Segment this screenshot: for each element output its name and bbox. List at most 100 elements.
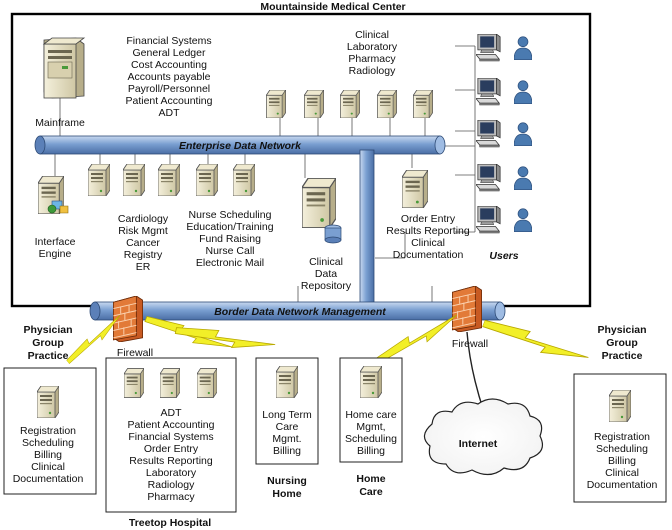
firewall-icon <box>113 296 143 342</box>
svg-text:Order Entry: Order Entry <box>144 443 199 455</box>
interface-engine-label: Engine <box>39 248 72 260</box>
physician-group-right-title: Physician Group Practice <box>597 324 646 362</box>
lightning-icon <box>174 321 277 357</box>
treetop-services: ADT Patient Accounting Financial Systems… <box>128 407 215 503</box>
svg-text:Billing: Billing <box>34 449 62 461</box>
svg-text:Nurse Call: Nurse Call <box>205 245 254 257</box>
workstation-icon <box>476 206 501 234</box>
repository-label: Data <box>315 268 337 280</box>
workstation-icon <box>476 78 501 106</box>
server-icon <box>360 366 382 398</box>
firewall-right-label: Firewall <box>452 338 488 350</box>
server-icon <box>37 386 59 418</box>
svg-text:ADT: ADT <box>159 107 181 119</box>
firewall-left-label: Firewall <box>117 347 153 359</box>
firewall-icon <box>452 286 482 332</box>
lightning-icon <box>373 312 463 366</box>
server-icon <box>88 164 110 196</box>
svg-text:Mgmt.: Mgmt. <box>272 433 301 445</box>
server-icon <box>196 164 218 196</box>
interface-engine-icon <box>38 176 69 214</box>
user-icon <box>514 80 532 104</box>
svg-text:Pharmacy: Pharmacy <box>147 491 195 503</box>
svg-text:Home: Home <box>356 473 385 485</box>
svg-text:Radiology: Radiology <box>148 479 195 491</box>
svg-text:Radiology: Radiology <box>349 65 396 77</box>
svg-text:Billing: Billing <box>273 445 301 457</box>
repository-label: Clinical <box>309 256 343 268</box>
medical-center-frame <box>10 12 592 308</box>
home-care-services: Home care Mgmt, Scheduling Billing <box>345 409 397 457</box>
border-network-label: Border Data Network Management <box>214 306 386 318</box>
server-icon <box>233 164 255 196</box>
server-icon <box>377 90 397 118</box>
svg-text:ER: ER <box>136 261 151 273</box>
repository-label: Repository <box>301 280 352 292</box>
user-workstations <box>476 34 532 234</box>
svg-text:Accounts payable: Accounts payable <box>128 71 211 83</box>
svg-text:Billing: Billing <box>608 455 636 467</box>
user-icon <box>514 166 532 190</box>
svg-text:Clinical: Clinical <box>605 467 639 479</box>
users-label: Users <box>489 250 518 262</box>
svg-text:Nurse Scheduling: Nurse Scheduling <box>189 209 272 221</box>
order-entry-list: Order Entry Results Reporting Clinical D… <box>386 213 470 261</box>
svg-text:Fund Raising: Fund Raising <box>199 233 261 245</box>
svg-text:Cancer: Cancer <box>126 237 160 249</box>
page-title: Mountainside Medical Center <box>260 1 405 13</box>
server-icon <box>197 368 217 398</box>
interface-engine-label: Interface <box>35 236 76 248</box>
server-icon <box>160 368 180 398</box>
svg-text:Electronic Mail: Electronic Mail <box>196 257 264 269</box>
svg-text:Billing: Billing <box>357 445 385 457</box>
server-icon <box>123 164 145 196</box>
nurse-scheduling-list: Nurse Scheduling Education/Training Fund… <box>186 209 273 269</box>
svg-text:Clinical: Clinical <box>355 29 389 41</box>
physician-right-services: Registration Scheduling Billing Clinical… <box>587 431 658 491</box>
clinical-services-list: Clinical Laboratory Pharmacy Radiology <box>347 29 398 77</box>
svg-text:Practice: Practice <box>602 350 643 362</box>
user-icon <box>514 36 532 60</box>
svg-text:Home care: Home care <box>345 409 397 421</box>
department-servers <box>88 164 255 196</box>
vertical-network-pipe <box>359 149 375 305</box>
workstation-icon <box>476 34 501 62</box>
mainframe-label: Mainframe <box>35 117 85 129</box>
mainframe-icon <box>42 37 86 99</box>
svg-text:Practice: Practice <box>28 350 69 362</box>
physician-group-left-title: Physician Group Practice <box>23 324 72 362</box>
svg-text:Risk Mgmt: Risk Mgmt <box>118 225 168 237</box>
user-icon <box>514 122 532 146</box>
internet-cloud-icon <box>423 398 543 476</box>
server-icon <box>266 90 286 118</box>
server-icon <box>340 90 360 118</box>
svg-text:Order Entry: Order Entry <box>401 213 456 225</box>
svg-text:Patient Accounting: Patient Accounting <box>128 419 215 431</box>
svg-text:Physician: Physician <box>23 324 72 336</box>
user-icon <box>514 208 532 232</box>
workstation-icon <box>476 164 501 192</box>
enterprise-data-network-pipe <box>34 135 446 155</box>
svg-text:Documentation: Documentation <box>587 479 658 491</box>
svg-text:Scheduling: Scheduling <box>345 433 397 445</box>
svg-text:Documentation: Documentation <box>13 473 84 485</box>
svg-text:Results Reporting: Results Reporting <box>129 455 213 467</box>
svg-text:Financial Systems: Financial Systems <box>126 35 211 47</box>
svg-text:Education/Training: Education/Training <box>186 221 273 233</box>
financial-systems-list: Financial Systems General Ledger Cost Ac… <box>126 35 213 119</box>
server-icon <box>124 368 144 398</box>
svg-text:Long Term: Long Term <box>262 409 312 421</box>
nursing-home-services: Long Term Care Mgmt. Billing <box>262 409 312 457</box>
svg-text:Cardiology: Cardiology <box>118 213 169 225</box>
svg-text:Group: Group <box>32 337 64 349</box>
svg-text:Clinical: Clinical <box>31 461 65 473</box>
svg-text:Laboratory: Laboratory <box>347 41 398 53</box>
svg-text:Registration: Registration <box>20 425 76 437</box>
svg-text:Scheduling: Scheduling <box>22 437 74 449</box>
lightning-icon <box>481 313 590 371</box>
server-icon <box>158 164 180 196</box>
svg-text:Laboratory: Laboratory <box>146 467 197 479</box>
svg-text:Home: Home <box>272 488 301 500</box>
clinical-servers <box>266 90 433 118</box>
